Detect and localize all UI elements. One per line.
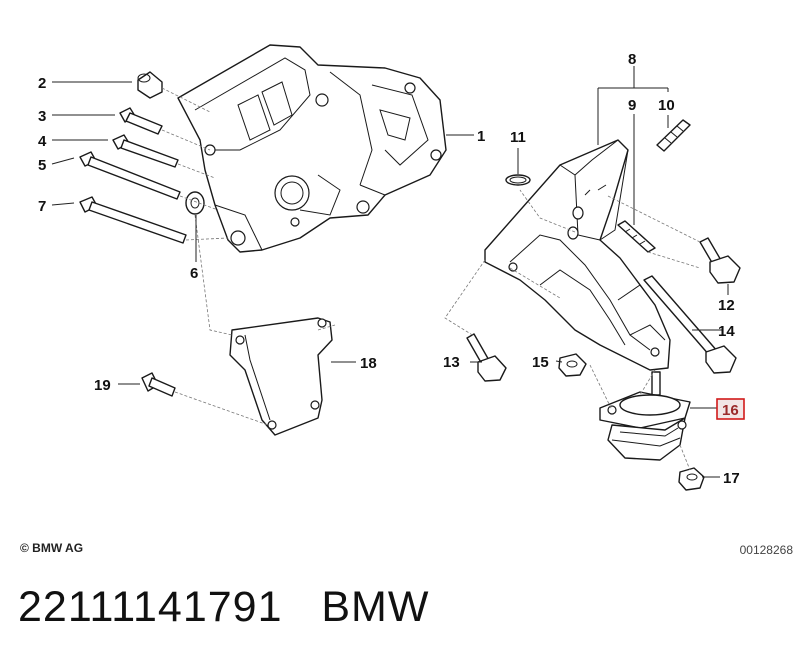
o-ring-part-11 <box>505 174 531 186</box>
bolt-part-12 <box>699 237 741 284</box>
callout-11: 11 <box>510 129 526 146</box>
callout-15: 15 <box>532 354 549 371</box>
sleeve-part-2 <box>137 71 163 99</box>
callout-18: 18 <box>360 355 377 372</box>
part-caption: 22111141791 BMW <box>18 583 429 632</box>
nut-part-17 <box>678 467 705 491</box>
leader-lines <box>51 66 729 478</box>
washer-part-6 <box>185 191 205 215</box>
callout-19: 19 <box>94 377 111 394</box>
callout-9: 9 <box>628 97 636 114</box>
bolt-part-3 <box>119 107 163 135</box>
highlight-box <box>716 398 745 420</box>
callout-labels: 2 3 4 5 7 6 1 11 8 9 10 12 14 13 15 16 1… <box>38 51 740 487</box>
part-number: 22111141791 <box>18 583 283 631</box>
assembly-lines <box>161 87 701 471</box>
callout-7: 7 <box>38 198 46 215</box>
callout-13: 13 <box>443 354 460 371</box>
document-number: 00128268 <box>739 543 793 557</box>
bolt-part-5 <box>79 151 181 200</box>
bolt-part-13 <box>466 333 507 382</box>
caption-spacer <box>283 583 322 631</box>
callout-3: 3 <box>38 108 46 125</box>
callout-1: 1 <box>477 128 485 145</box>
callout-4: 4 <box>38 133 47 150</box>
brand-name: BMW <box>321 583 430 631</box>
bracket-part-8 <box>484 139 671 371</box>
callout-2: 2 <box>38 75 46 92</box>
nut-part-15 <box>558 353 587 377</box>
engine-mount-part-16 <box>599 371 691 461</box>
bolt-part-14 <box>643 275 737 374</box>
callout-16: 16 <box>722 402 739 419</box>
callout-8: 8 <box>628 51 636 68</box>
engine-support-bracket <box>177 44 447 253</box>
callout-10: 10 <box>658 97 675 114</box>
callout-6: 6 <box>190 265 198 282</box>
callout-5: 5 <box>38 157 46 174</box>
callout-12: 12 <box>718 297 735 314</box>
bolt-part-4 <box>112 134 179 168</box>
callout-14: 14 <box>718 323 735 340</box>
copyright-label: © BMW AG <box>20 541 84 555</box>
stud-part-9 <box>617 220 656 253</box>
bracket-part-18 <box>229 317 333 436</box>
bolt-part-19 <box>141 372 176 397</box>
callout-17: 17 <box>723 470 740 487</box>
bolt-part-7 <box>79 196 187 244</box>
stud-part-10 <box>656 119 691 152</box>
